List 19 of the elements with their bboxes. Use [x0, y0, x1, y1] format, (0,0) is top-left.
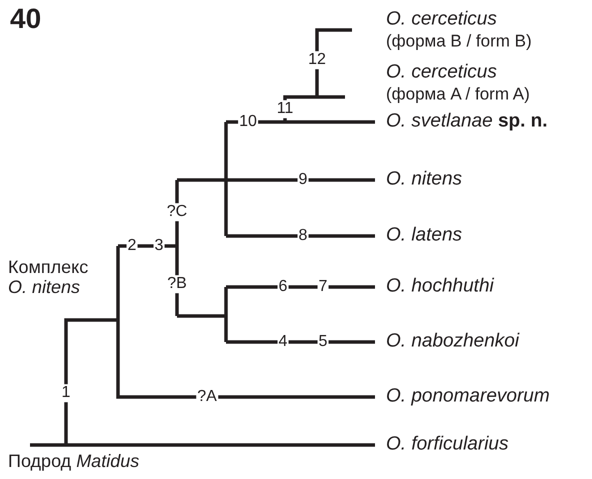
taxon-form-note: (форма B / form B): [386, 32, 532, 52]
taxon-name: O. hochhuthi: [386, 276, 494, 298]
character-number: 1: [60, 384, 72, 402]
character-number: ?B: [166, 275, 188, 293]
figure-number: 40: [10, 4, 42, 35]
taxon-name: O. svetlanae sp. n.: [386, 112, 548, 132]
taxon-name: O. cerceticus: [386, 10, 497, 30]
group-label: Комплекс O. nitens: [8, 258, 90, 298]
character-number: 12: [307, 51, 327, 69]
group-label: Подрод Matidus: [8, 452, 140, 472]
taxon-form-note: (форма A / form A): [386, 86, 530, 104]
taxon-name: O. cerceticus: [386, 62, 497, 84]
taxon-name: O. nitens: [386, 170, 462, 190]
character-number: ?C: [166, 203, 188, 221]
taxon-name: O. nabozhenkoi: [386, 332, 520, 352]
taxon-name: O. latens: [386, 226, 462, 246]
character-number: 11: [276, 100, 294, 118]
taxon-name: O. forficularius: [386, 434, 508, 456]
taxon-name: O. ponomarevorum: [386, 386, 550, 408]
